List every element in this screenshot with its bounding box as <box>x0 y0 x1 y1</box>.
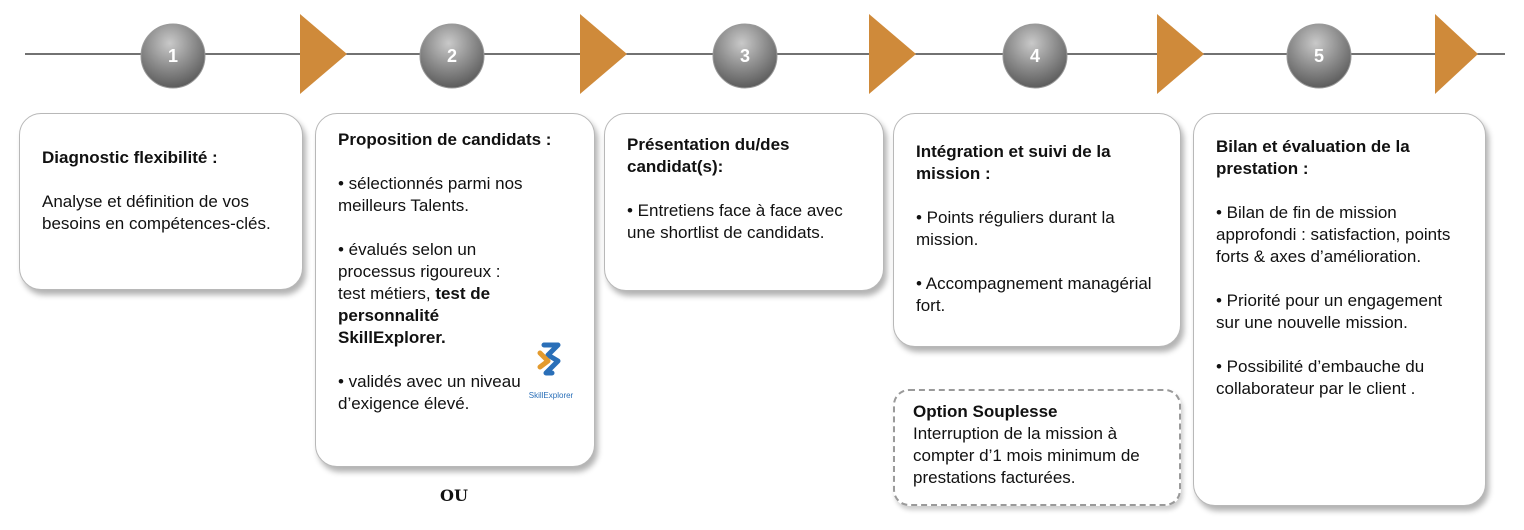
step-number-1: 1 <box>168 46 178 66</box>
step-text-5-2: • Priorité pour un engagement sur une no… <box>1216 291 1443 332</box>
step-title-1: Diagnostic flexibilité : <box>42 148 218 167</box>
step-marker-4: 4 <box>1002 23 1068 89</box>
step-bullet-2-2-plain: • évalués selon un processus rigoureux :… <box>338 240 501 303</box>
step-number-3: 3 <box>740 46 750 66</box>
step-marker-5: 5 <box>1286 23 1352 89</box>
option-text: Interruption de la mission à compter d’1… <box>913 424 1140 487</box>
step-text-5-1: • Bilan de fin de mission approfondi : s… <box>1216 203 1451 266</box>
arrow-icon <box>300 14 347 94</box>
arrow-icon <box>580 14 627 94</box>
step-bullet-2-2: • évalués selon un processus rigoureux :… <box>338 239 576 349</box>
step-number-2: 2 <box>447 46 457 66</box>
step-bullet-2-3: • validés avec un niveau d’exigence élev… <box>338 372 521 413</box>
arrow-icon <box>1157 14 1204 94</box>
step-card-2: Proposition de candidats : • sélectionné… <box>315 113 595 467</box>
step-title-4: Intégration et suivi de la mission : <box>916 142 1111 183</box>
process-timeline: 1 2 3 4 5 <box>25 14 1505 94</box>
step-text-4-2: • Accompagnement managérial fort. <box>916 274 1152 315</box>
step-card-3: Présentation du/des candidat(s): • Entre… <box>604 113 884 291</box>
step-text-5-3: • Possibilité d’embauche du collaborateu… <box>1216 357 1425 398</box>
step-bullet-2-2-bold: test de personnalité SkillExplorer. <box>338 284 491 347</box>
arrow-icon <box>869 14 916 94</box>
step-marker-2: 2 <box>419 23 485 89</box>
ou-label: OU <box>440 486 468 505</box>
step-title-5: Bilan et évaluation de la prestation : <box>1216 137 1410 178</box>
step-card-4: Intégration et suivi de la mission : • P… <box>893 113 1181 347</box>
step-title-2: Proposition de candidats : <box>338 130 552 149</box>
arrow-icon <box>1435 14 1478 94</box>
step-bullet-2-1: • sélectionnés parmi nos meilleurs Talen… <box>338 174 523 215</box>
step-text-3: • Entretiens face à face avec une shortl… <box>627 201 843 242</box>
step-number-5: 5 <box>1314 46 1324 66</box>
step-title-3: Présentation du/des candidat(s): <box>627 135 790 176</box>
skillexplorer-logo: SkillExplorer <box>518 339 584 401</box>
step-marker-3: 3 <box>712 23 778 89</box>
step-marker-1: 1 <box>140 23 206 89</box>
option-title: Option Souplesse <box>913 402 1058 421</box>
step-number-4: 4 <box>1030 46 1040 66</box>
step-text-1: Analyse et définition de vos besoins en … <box>42 192 271 233</box>
skillexplorer-logo-icon <box>537 342 561 376</box>
skillexplorer-logo-text: SkillExplorer <box>528 391 574 400</box>
step-card-5: Bilan et évaluation de la prestation : •… <box>1193 113 1486 506</box>
option-souplesse-box: Option Souplesse Interruption de la miss… <box>893 389 1181 506</box>
step-card-1: Diagnostic flexibilité : Analyse et défi… <box>19 113 303 290</box>
step-text-4-1: • Points réguliers durant la mission. <box>916 208 1115 249</box>
